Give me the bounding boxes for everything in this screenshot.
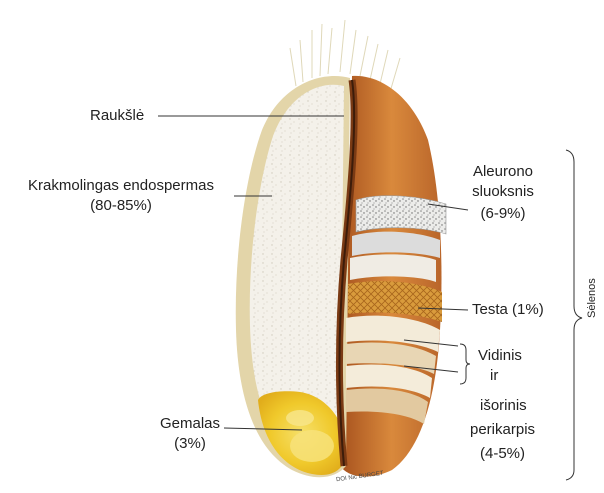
label-germ-percent: (3%) <box>150 434 230 453</box>
label-fold: Raukšlė <box>90 106 144 125</box>
label-germ: Gemalas <box>150 414 230 433</box>
label-pericarp-line3: išorinis <box>480 396 527 415</box>
label-aleurone-line1: Aleurono <box>458 162 548 181</box>
label-aleurone-line2: sluoksnis <box>458 182 548 201</box>
label-endosperm-percent: (80-85%) <box>6 196 236 215</box>
label-pericarp-percent: (4-5%) <box>480 444 525 463</box>
label-bran: Sėlenos <box>586 278 598 318</box>
label-pericarp-line4: perikarpis <box>470 420 535 439</box>
label-pericarp-line2: ir <box>490 366 498 385</box>
label-testa: Testa (1%) <box>472 300 544 319</box>
label-pericarp-line1: Vidinis <box>478 346 522 365</box>
label-aleurone-percent: (6-9%) <box>458 204 548 223</box>
label-endosperm: Krakmolingas endospermas <box>6 176 236 195</box>
